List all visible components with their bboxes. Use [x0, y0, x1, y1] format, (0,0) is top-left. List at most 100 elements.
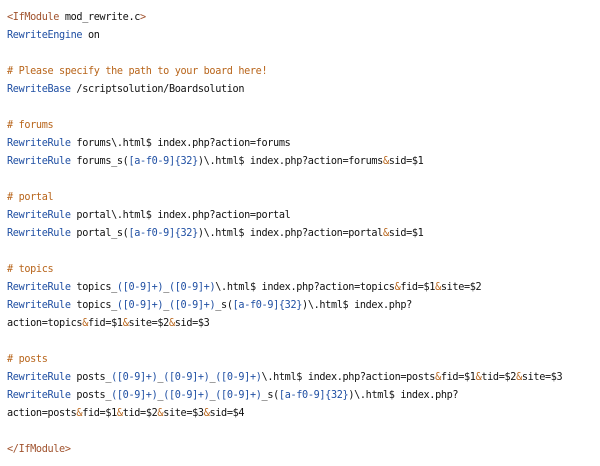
code-token-comment: # portal [7, 192, 54, 203]
code-token-plain: _ [157, 372, 164, 383]
code-token-plain: _s( [215, 300, 233, 311]
code-token-amp: & [157, 408, 164, 419]
code-token-rx: ([0-9]+) [116, 282, 164, 293]
code-line: # forums [7, 117, 562, 135]
code-token-plain: mod_rewrite.c [59, 12, 141, 23]
code-token-plain: _ [163, 300, 169, 311]
code-token-rx: ([0-9]+) [215, 390, 262, 401]
code-token-amp: & [76, 408, 83, 419]
code-token-plain: posts_ [70, 372, 112, 383]
code-token-plain: \.html$ index.php?action=topics [215, 282, 395, 293]
code-line: # portal [7, 189, 562, 207]
code-token-plain: topics_ [70, 300, 117, 311]
code-token-plain: )\.html$ index.php?action=forums [197, 156, 383, 167]
code-line: # Please specify the path to your board … [7, 63, 562, 81]
code-line: </IfModule> [7, 441, 562, 459]
code-token-amp: & [475, 372, 482, 383]
code-token-comment: # topics [7, 264, 54, 275]
code-token-plain: \.html$ index.php?action=posts [261, 372, 436, 383]
code-token-plain: forums_s( [70, 156, 129, 167]
code-token-plain: sid=$1 [388, 156, 424, 167]
code-token-amp: & [435, 372, 441, 383]
code-token-plain: site=$2 [440, 282, 482, 293]
code-token-tag: <IfModule [7, 12, 60, 23]
code-token-amp: & [382, 228, 389, 239]
code-token-amp: & [516, 372, 522, 383]
blank-line [7, 171, 562, 189]
blank-line [7, 423, 562, 441]
code-line: RewriteRule portal\.html$ index.php?acti… [7, 207, 562, 225]
code-token-plain: _ [163, 282, 169, 293]
blank-line [7, 99, 562, 117]
code-token-plain: fid=$1 [82, 408, 117, 419]
code-token-amp: & [82, 318, 88, 329]
code-token-plain: portal\.html$ index.php?action=portal [70, 210, 291, 221]
code-token-rx: ([0-9]+) [163, 372, 210, 383]
code-token-plain: on [82, 30, 100, 41]
code-listing: <IfModule mod_rewrite.c>RewriteEngine on… [7, 9, 563, 459]
code-line: RewriteEngine on [7, 27, 562, 45]
code-token-rx: ([0-9]+) [111, 372, 158, 383]
code-token-dir: RewriteEngine [7, 30, 83, 41]
code-token-amp: & [435, 282, 441, 293]
code-token-plain: forums\.html$ index.php?action=forums [70, 138, 291, 149]
code-line: action=posts&fid=$1&tid=$2&site=$3&sid=$… [7, 405, 562, 423]
code-token-plain: /scriptsolution/Boardsolution [70, 84, 245, 95]
code-token-plain: action=topics [7, 318, 83, 329]
code-token-plain: portal_s( [70, 228, 129, 239]
code-token-dir: RewriteRule [7, 156, 71, 167]
code-token-rx: ([0-9]+) [168, 300, 216, 311]
code-token-plain: _ [157, 390, 164, 401]
code-token-plain: )\.html$ index.php?action=portal [197, 228, 383, 239]
code-token-plain: fid=$1 [87, 318, 123, 329]
code-token-plain: action=posts [7, 408, 77, 419]
code-line: RewriteBase /scriptsolution/Boardsolutio… [7, 81, 562, 99]
code-token-plain: topics_ [70, 282, 117, 293]
code-token-rx: ([0-9]+) [116, 300, 164, 311]
code-token-dir: RewriteRule [7, 282, 71, 293]
code-token-plain: )\.html$ index.php? [302, 300, 412, 311]
code-line: RewriteRule portal_s([a-f0-9]{32})\.html… [7, 225, 562, 243]
code-token-dir: RewriteRule [7, 228, 71, 239]
code-token-dir: RewriteRule [7, 138, 71, 149]
code-token-plain: sid=$4 [209, 408, 245, 419]
code-token-plain: sid=$3 [174, 318, 210, 329]
code-token-plain: _s( [261, 390, 280, 401]
code-token-rx: [a-f0-9]{32} [232, 300, 303, 311]
code-line: RewriteRule posts_([0-9]+)_([0-9]+)_([0-… [7, 387, 562, 405]
code-token-plain: tid=$2 [481, 372, 517, 383]
code-token-amp: & [116, 408, 123, 419]
code-token-dir: RewriteRule [7, 300, 71, 311]
blank-line [7, 45, 562, 63]
code-line: RewriteRule forums\.html$ index.php?acti… [7, 135, 562, 153]
code-token-plain: fid=$1 [400, 282, 436, 293]
blank-line [7, 243, 562, 261]
code-token-rx: ([0-9]+) [215, 372, 262, 383]
code-token-amp: & [203, 408, 210, 419]
code-token-comment: # Please specify the path to your board … [7, 66, 268, 77]
code-token-dir: RewriteRule [7, 390, 71, 401]
code-token-amp: & [382, 156, 389, 167]
code-token-rx: ([0-9]+) [168, 282, 216, 293]
code-token-plain: tid=$2 [122, 408, 158, 419]
code-line: <IfModule mod_rewrite.c> [7, 9, 562, 27]
code-line: action=topics&fid=$1&site=$2&sid=$3 [7, 315, 562, 333]
code-token-plain: site=$2 [128, 318, 169, 329]
code-token-plain: fid=$1 [440, 372, 476, 383]
code-token-plain: posts_ [70, 390, 112, 401]
code-line: RewriteRule topics_([0-9]+)_([0-9]+)_s([… [7, 297, 562, 315]
code-token-plain: _ [209, 372, 216, 383]
code-token-amp: & [168, 318, 175, 329]
code-token-rx: [a-f0-9]{32} [278, 390, 349, 401]
code-token-amp: & [122, 318, 129, 329]
code-line: RewriteRule posts_([0-9]+)_([0-9]+)_([0-… [7, 369, 563, 387]
code-line: # topics [7, 261, 562, 279]
code-token-plain: site=$3 [163, 408, 204, 419]
code-token-tag: > [140, 12, 146, 23]
code-token-plain: sid=$1 [388, 228, 424, 239]
code-line: RewriteRule forums_s([a-f0-9]{32})\.html… [7, 153, 562, 171]
code-token-tag: </IfModule> [7, 444, 71, 455]
code-token-rx: ([0-9]+) [111, 390, 158, 401]
code-line: RewriteRule topics_([0-9]+)_([0-9]+)\.ht… [7, 279, 562, 297]
code-token-plain: )\.html$ index.php? [348, 390, 459, 401]
